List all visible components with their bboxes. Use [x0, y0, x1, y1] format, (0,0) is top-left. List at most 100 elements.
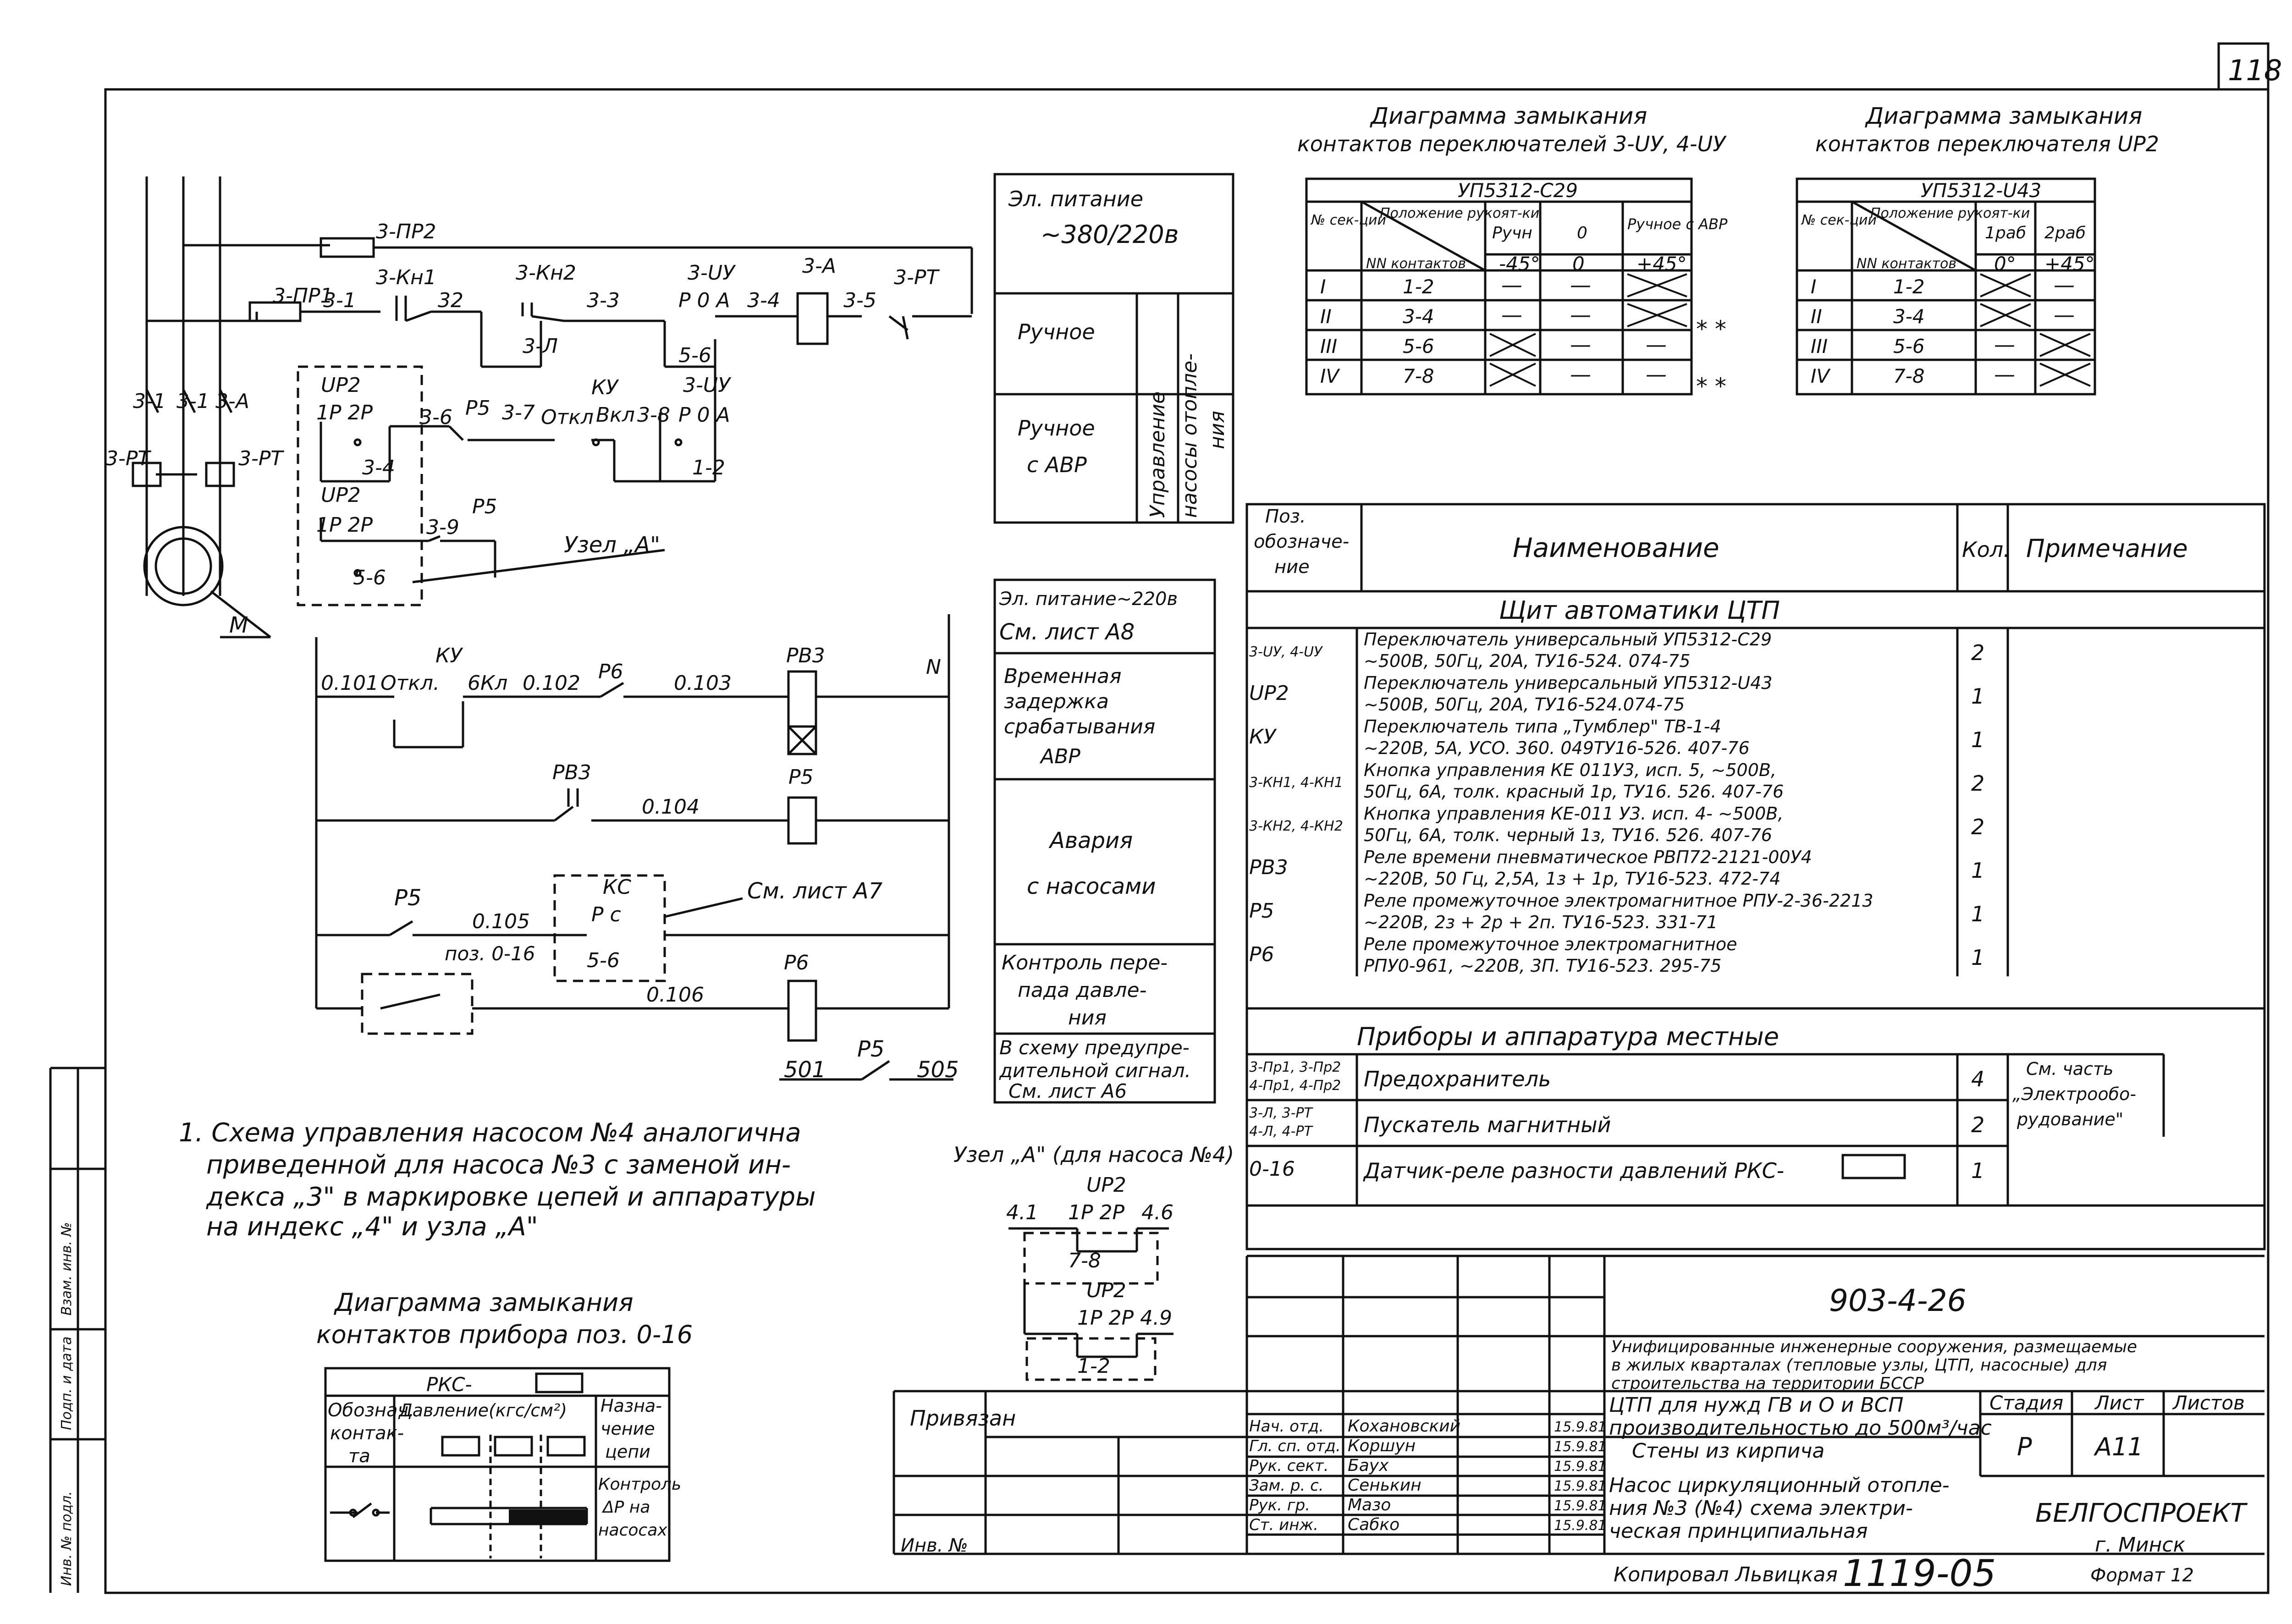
- title-block-text: 903-4-26 Унифицированные инженерные соор…: [901, 1283, 2248, 1595]
- spec-local-pos: 0-16: [1249, 1157, 1295, 1181]
- spec-section-2: Приборы и аппаратура местные: [1357, 1022, 1779, 1051]
- sw1-head-section: № сек-ции: [1310, 212, 1386, 228]
- function-table: [993, 578, 1216, 1104]
- label-n36: 3-6: [419, 406, 452, 429]
- note-line-3: декса „3" в маркировке цепей и аппаратур…: [206, 1182, 815, 1212]
- spec-local-name: Пускатель магнитный: [1364, 1112, 1611, 1137]
- sw2-head-nn: NN контактов: [1857, 256, 1956, 272]
- spec-h-pos-3: ние: [1274, 556, 1310, 578]
- spec-h-qty: Кол.: [1962, 537, 2010, 562]
- fn-warn-3: См. лист А6: [1008, 1080, 1127, 1102]
- fn-dp-1: Контроль пере-: [1002, 951, 1168, 974]
- sw1-row-c3-open: —: [1646, 362, 1667, 387]
- fn-warn-2: дительной сигнал.: [999, 1059, 1191, 1082]
- tb-person-name: Мазо: [1348, 1496, 1391, 1514]
- tb-org-2: г. Минск: [2095, 1533, 2186, 1557]
- c2-rv3: РВ3: [786, 644, 825, 667]
- sw1-angle3: +45°: [1636, 253, 1687, 275]
- rks-active-zone: [509, 1509, 587, 1523]
- spec-row-name: ~220В, 5А, УСО. 360. 049ТУ16-526. 407-76: [1364, 738, 1750, 758]
- c2-vkl: 6Кл: [468, 672, 507, 695]
- tb-person-name: Баух: [1348, 1456, 1389, 1475]
- rks-purpose-2: ΔР на: [601, 1498, 650, 1517]
- rks-purpose-1: Контроль: [598, 1475, 681, 1494]
- note-line-4: на индекс „4" и узла „А": [206, 1212, 538, 1242]
- label-k56b: 5-6: [353, 566, 386, 589]
- tb-stage: Р: [2017, 1432, 2032, 1461]
- sw2-row-section: I: [1811, 275, 1816, 298]
- margin-stamps: Инв. № подл. Подп. и дата Взам. инв. №: [59, 1222, 75, 1586]
- function-table-text: Эл. питание~220в См. лист А8 Временная з…: [999, 589, 1191, 1102]
- c2-ku: КУ: [435, 644, 463, 667]
- sw2-angle2: +45°: [2044, 253, 2095, 275]
- label-coil-a: 3-А: [802, 254, 836, 278]
- label-rt2: 3-РТ: [238, 447, 284, 470]
- fn-alarm-2: с насосами: [1027, 874, 1156, 899]
- label-pha: 3-А: [215, 390, 249, 413]
- control-circuit-1: [248, 237, 973, 606]
- fn-warn-1: В схему предупре-: [999, 1036, 1190, 1059]
- sw1-head-nn: NN контактов: [1366, 256, 1466, 272]
- control-circuit-2: [315, 614, 953, 1081]
- label-up2a: UP2: [321, 374, 361, 397]
- mode-manual-avr-1: Ручное: [1018, 416, 1095, 440]
- rks-title-2: контактов прибора поз. 0-16: [316, 1320, 693, 1349]
- label-p1p2pb: 1Р 2Р: [316, 513, 373, 537]
- spec-row-pos: 3-КН1, 4-КН1: [1249, 775, 1343, 791]
- tb-desc-3: строительства на территории БССР: [1611, 1374, 1924, 1393]
- spec-row-name: ~500В, 50Гц, 20А, ТУ16-524. 074-75: [1364, 651, 1690, 671]
- sw1-mark-2: * *: [1696, 373, 1726, 400]
- spec-row-name: Переключатель универсальный УП5312-С29: [1364, 629, 1772, 650]
- tb-person-role: Рук. гр.: [1249, 1496, 1310, 1514]
- sw1-row-c2-open: —: [1570, 273, 1591, 297]
- spec-row-qty: 1: [1971, 945, 1984, 970]
- spec-row-name: ~500В, 50Гц, 20А, ТУ16-524.074-75: [1364, 694, 1685, 715]
- tb-person-date: 15.9.81: [1554, 1439, 1607, 1455]
- label-n35: 3-5: [843, 289, 876, 312]
- label-otkl: Откл: [541, 406, 594, 429]
- note-line-1: 1. Схема управления насосом №4 аналогичн…: [179, 1118, 801, 1148]
- c2-kc: КС: [603, 875, 631, 899]
- label-rt1: 3-РТ: [105, 447, 151, 470]
- tb-person-role: Нач. отд.: [1249, 1417, 1324, 1436]
- spec-local-name: Предохранитель: [1364, 1067, 1551, 1091]
- tb-privyazan: Привязан: [910, 1406, 1016, 1431]
- spec-row-pos: КУ: [1249, 725, 1277, 749]
- c2-n0103: 0.103: [674, 672, 732, 695]
- fn-delay-3: срабатывания: [1004, 715, 1155, 738]
- sw2-row-c1-closed: [1980, 273, 2031, 297]
- mode-manual: Ручное: [1018, 319, 1095, 344]
- c2-n0101: 0.101: [321, 672, 379, 695]
- sw2-row-c1-open: —: [1994, 362, 2015, 387]
- sw2-row-contacts: 5-6: [1893, 335, 1925, 358]
- label-n34: 3-4: [747, 289, 780, 312]
- sw1-row-c1-open: —: [1501, 303, 1522, 327]
- power-circuit-labels: 3-1 3-1 3-А 3-РТ 3-РТ М: [105, 390, 284, 638]
- fn-power-1: Эл. питание~220в: [999, 589, 1178, 610]
- label-up2b: UP2: [321, 484, 361, 507]
- node-a-k12: 1-2: [1077, 1354, 1110, 1378]
- sw1-row-contacts: 3-4: [1403, 305, 1434, 328]
- rks-purpose-3: насосах: [598, 1521, 667, 1540]
- spec-local-qty: 4: [1971, 1067, 1984, 1091]
- c2-p5c: Р5: [394, 885, 421, 911]
- sw2-head-col2: 2раб: [2044, 224, 2086, 242]
- tb-inv: Инв. №: [901, 1535, 968, 1556]
- tb-copied: Копировал Львицкая: [1614, 1563, 1838, 1586]
- rks-h3-2: чение: [601, 1419, 655, 1439]
- mode-table-text: Эл. питание ~380/220в Ручное Ручное с АВ…: [1008, 187, 1229, 518]
- sw2-row-c1-closed: [1980, 303, 2031, 327]
- spec-row-name: Кнопка управления КЕ 011У3, исп. 5, ~500…: [1364, 760, 1776, 780]
- spec-row-name: Переключатель универсальный УП5312-U43: [1364, 673, 1772, 693]
- label-p1p2p: 1Р 2Р: [316, 401, 373, 424]
- spec-row-qty: 1: [1971, 684, 1984, 709]
- fn-delay-2: задержка: [1004, 690, 1109, 713]
- sw1-title-2: контактов переключателей 3-UУ, 4-UУ: [1297, 132, 1727, 156]
- tb-person-name: Сенькин: [1348, 1476, 1421, 1495]
- note-line-2: приведенной для насоса №3 с заменой ин-: [206, 1150, 791, 1180]
- fn-dp-3: ния: [1068, 1006, 1107, 1029]
- label-p0a2: Р 0 А: [678, 403, 730, 427]
